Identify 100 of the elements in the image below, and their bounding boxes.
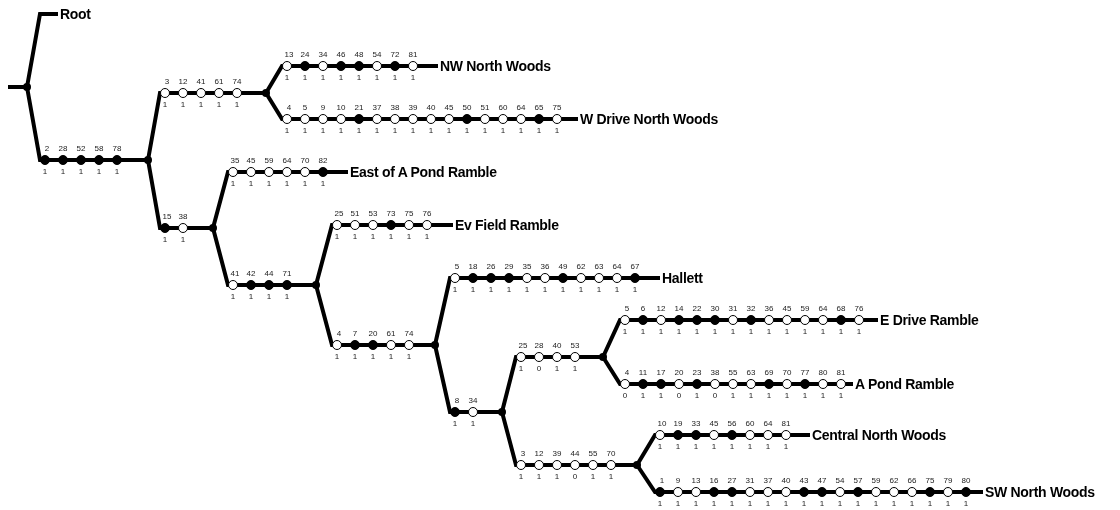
character-number: 36: [540, 262, 550, 271]
state-value: 1: [802, 327, 808, 336]
character-number: 73: [386, 209, 396, 218]
state-value: 1: [614, 285, 620, 294]
state-value: 1: [334, 352, 340, 361]
state-value: 1: [658, 391, 664, 400]
branch-junction: [633, 461, 641, 469]
character-number: 39: [408, 103, 418, 112]
state-value: 1: [500, 126, 506, 135]
character-number: 75: [925, 476, 935, 485]
character-number: 45: [246, 156, 256, 165]
character-number: 37: [763, 476, 773, 485]
state-value: 1: [284, 73, 290, 82]
taxon-label: NW North Woods: [440, 58, 551, 74]
character-number: 61: [386, 329, 396, 338]
character-number: 9: [675, 476, 681, 485]
character-number: 36: [764, 304, 774, 313]
character-number: 74: [232, 77, 242, 86]
state-value: 1: [658, 327, 664, 336]
state-value: 1: [856, 327, 862, 336]
state-value: 1: [711, 499, 717, 508]
state-value: 1: [694, 391, 700, 400]
state-value: 1: [838, 327, 844, 336]
branch-junction: [23, 83, 31, 91]
state-value: 1: [855, 499, 861, 508]
state-value: 1: [352, 352, 358, 361]
character-number: 54: [835, 476, 845, 485]
state-value: 1: [748, 391, 754, 400]
state-value: 1: [657, 442, 663, 451]
state-value: 1: [536, 126, 542, 135]
state-value: 1: [488, 285, 494, 294]
branch-junction: [431, 341, 439, 349]
character-number: 76: [422, 209, 432, 218]
character-number: 70: [606, 449, 616, 458]
state-value: 1: [596, 285, 602, 294]
character-number: 41: [196, 77, 206, 86]
state-value: 1: [406, 352, 412, 361]
character-number: 79: [943, 476, 953, 485]
state-value: 1: [675, 499, 681, 508]
character-number: 12: [178, 77, 188, 86]
character-number: 29: [504, 262, 514, 271]
character-number: 50: [462, 103, 472, 112]
character-number: 12: [534, 449, 544, 458]
character-number: 53: [570, 341, 580, 350]
character-number: 64: [516, 103, 526, 112]
branch-junction: [209, 224, 217, 232]
character-number: 42: [246, 269, 256, 278]
state-value: 1: [428, 126, 434, 135]
character-number: 54: [372, 50, 382, 59]
state-value: 1: [180, 100, 186, 109]
state-value: 1: [114, 167, 120, 176]
character-number: 5: [302, 103, 308, 112]
character-number: 8: [454, 396, 460, 405]
taxon-label: SW North Woods: [985, 484, 1095, 500]
character-number: 38: [178, 212, 188, 221]
character-number: 82: [318, 156, 328, 165]
state-value: 1: [711, 442, 717, 451]
state-value: 1: [784, 391, 790, 400]
character-number: 35: [522, 262, 532, 271]
branch-junction: [262, 89, 270, 97]
character-number: 47: [817, 476, 827, 485]
state-value: 1: [374, 73, 380, 82]
state-value: 1: [266, 292, 272, 301]
state-value: 1: [284, 292, 290, 301]
character-number: 75: [404, 209, 414, 218]
character-number: 60: [498, 103, 508, 112]
character-number: 4: [286, 103, 292, 112]
state-value: 1: [302, 179, 308, 188]
state-value: 1: [693, 499, 699, 508]
state-value: 1: [392, 126, 398, 135]
character-number: 3: [520, 449, 526, 458]
state-value: 1: [873, 499, 879, 508]
state-value: 1: [162, 235, 168, 244]
state-value: 1: [234, 100, 240, 109]
state-value: 1: [927, 499, 933, 508]
character-number: 58: [94, 144, 104, 153]
character-number: 68: [836, 304, 846, 313]
character-number: 62: [889, 476, 899, 485]
character-number: 40: [426, 103, 436, 112]
character-number: 40: [552, 341, 562, 350]
character-number: 13: [691, 476, 701, 485]
character-number: 31: [745, 476, 755, 485]
state-value: 1: [180, 235, 186, 244]
state-value: 1: [518, 126, 524, 135]
character-number: 10: [336, 103, 346, 112]
state-value: 1: [837, 499, 843, 508]
state-value: 1: [410, 126, 416, 135]
state-value: 1: [518, 364, 524, 373]
character-number: 80: [961, 476, 971, 485]
state-value: 1: [248, 179, 254, 188]
character-number: 1: [659, 476, 665, 485]
character-number: 25: [334, 209, 344, 218]
character-number: 30: [710, 304, 720, 313]
character-number: 28: [58, 144, 68, 153]
character-number: 13: [284, 50, 294, 59]
state-value: 1: [338, 73, 344, 82]
state-value: 1: [370, 352, 376, 361]
state-value: 1: [747, 499, 753, 508]
character-number: 39: [552, 449, 562, 458]
character-number: 72: [390, 50, 400, 59]
